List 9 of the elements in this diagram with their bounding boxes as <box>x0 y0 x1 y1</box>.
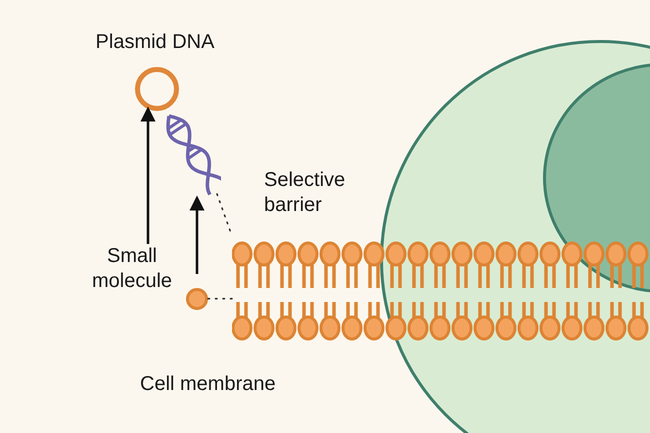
membrane-label: Cell membrane <box>140 372 276 397</box>
dotted-line <box>207 298 233 300</box>
dna-helix-drawing <box>165 112 221 196</box>
node-heading: Plasmid DNA <box>95 30 215 55</box>
molecule-label: Small molecule <box>92 244 172 294</box>
small-molecule-dot <box>186 288 208 310</box>
barrier-label: Selective barrier <box>264 168 346 218</box>
arrow <box>140 106 156 244</box>
arrow <box>190 196 204 274</box>
